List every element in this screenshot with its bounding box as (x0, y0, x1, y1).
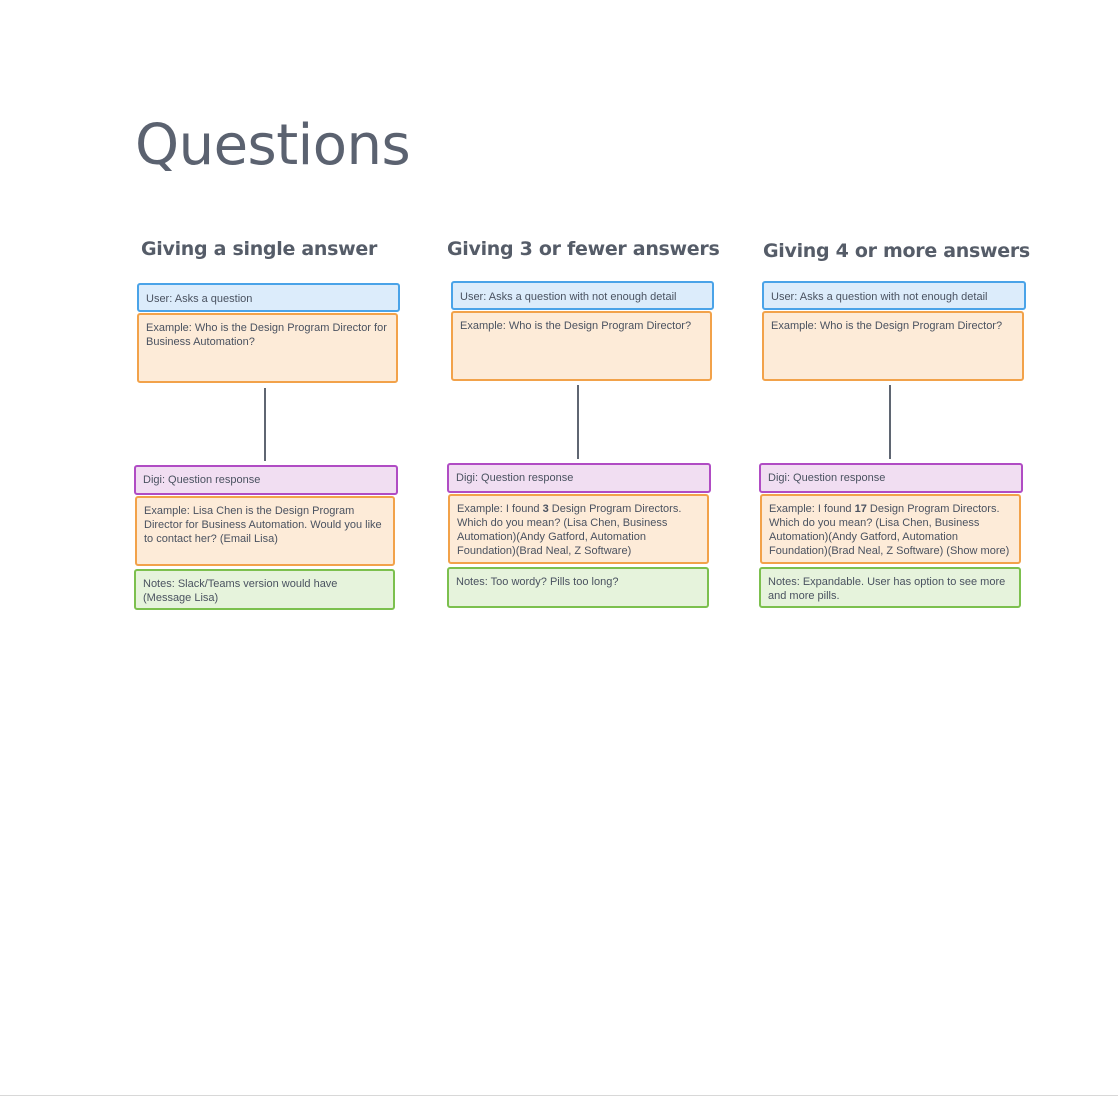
digi-response-box[interactable]: Digi: Question response (134, 465, 398, 495)
notes-box[interactable]: Notes: Expandable. User has option to se… (759, 567, 1021, 608)
notes-box[interactable]: Notes: Slack/Teams version would have (M… (134, 569, 395, 610)
digi-response-box[interactable]: Digi: Question response (447, 463, 711, 493)
digi-response-label: Digi: Question response (456, 472, 574, 484)
flow-connector (889, 385, 891, 459)
user-question-label: User: Asks a question with not enough de… (771, 291, 988, 303)
user-example-text: Example: Who is the Design Program Direc… (460, 320, 692, 332)
digi-example-text: Example: Lisa Chen is the Design Program… (144, 505, 382, 545)
digi-example-pre: Example: I found (457, 503, 543, 515)
digi-example-text: Example: I found 17 Design Program Direc… (769, 502, 1012, 558)
digi-response-label: Digi: Question response (143, 474, 261, 486)
user-example-text: Example: Who is the Design Program Direc… (771, 320, 1003, 332)
user-question-box[interactable]: User: Asks a question with not enough de… (451, 281, 714, 310)
user-example-text: Example: Who is the Design Program Direc… (146, 322, 387, 348)
notes-box[interactable]: Notes: Too wordy? Pills too long? (447, 567, 709, 608)
user-question-label: User: Asks a question with not enough de… (460, 291, 677, 303)
user-example-box[interactable]: Example: Who is the Design Program Direc… (451, 311, 712, 381)
digi-response-box[interactable]: Digi: Question response (759, 463, 1023, 493)
digi-example-pre: Example: I found (769, 503, 855, 515)
user-question-box[interactable]: User: Asks a question with not enough de… (762, 281, 1026, 310)
answer-count: 17 (854, 503, 867, 515)
user-example-box[interactable]: Example: Who is the Design Program Direc… (137, 313, 398, 383)
user-example-box[interactable]: Example: Who is the Design Program Direc… (762, 311, 1024, 381)
digi-example-text: Example: I found 3 Design Program Direct… (457, 502, 700, 558)
digi-example-box[interactable]: Example: I found 3 Design Program Direct… (448, 494, 709, 564)
column-title-three-or-fewer: Giving 3 or fewer answers (447, 238, 720, 260)
digi-example-box[interactable]: Example: I found 17 Design Program Direc… (760, 494, 1021, 564)
flow-connector (264, 388, 266, 461)
user-question-box[interactable]: User: Asks a question (137, 283, 400, 312)
digi-example-box[interactable]: Example: Lisa Chen is the Design Program… (135, 496, 395, 566)
notes-text: Notes: Too wordy? Pills too long? (456, 576, 619, 588)
flow-connector (577, 385, 579, 459)
notes-text: Notes: Slack/Teams version would have (M… (143, 578, 338, 604)
notes-text: Notes: Expandable. User has option to se… (768, 576, 1006, 602)
page-title: Questions (135, 113, 411, 178)
column-title-four-or-more: Giving 4 or more answers (763, 240, 1030, 262)
digi-response-label: Digi: Question response (768, 472, 886, 484)
user-question-label: User: Asks a question (146, 293, 253, 305)
digi-example-post: Design Program Directors. Which do you m… (457, 503, 682, 557)
column-title-single-answer: Giving a single answer (141, 238, 378, 260)
answer-count: 3 (542, 503, 549, 515)
digi-example-post: Design Program Directors. Which do you m… (769, 503, 1010, 557)
canvas-bottom-border (0, 1095, 1118, 1096)
